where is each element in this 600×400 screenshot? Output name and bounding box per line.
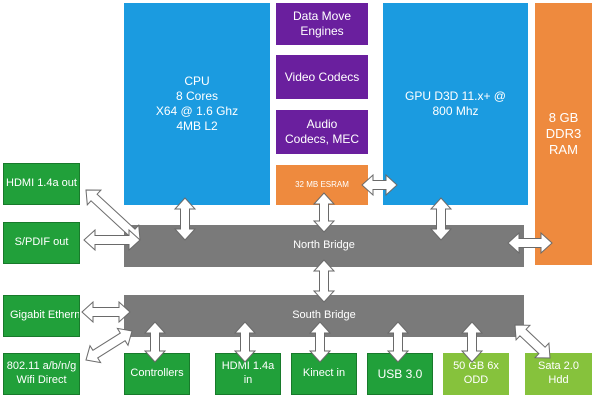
gigabit-ethernet-block: Gigabit Etherne: [3, 295, 80, 337]
north-south-bridge-arrow: [312, 259, 336, 303]
sata-hdd-block: Sata 2.0 Hdd: [525, 353, 592, 395]
gpu-block: GPU D3D 11.x+ @ 800 Mhz: [383, 3, 528, 205]
odd-block: 50 GB 6x ODD: [443, 353, 509, 395]
spdif-out-arrow: [83, 228, 141, 252]
wifi-arrow: [85, 327, 133, 364]
sata-arrow: [514, 324, 551, 359]
controllers-arrow: [143, 321, 167, 363]
esram-gpu-arrow: [361, 173, 398, 197]
gigabit-arrow: [81, 300, 131, 324]
northbridge-ram-arrow: [507, 231, 553, 255]
audio-codecs-block: Audio Codecs, MEC: [276, 110, 368, 154]
hdmi-in-arrow: [233, 321, 257, 363]
usb-arrow: [386, 321, 410, 363]
wifi-block: 802.11 a/b/n/g Wifi Direct: [3, 353, 80, 395]
spdif-out-block: S/PDIF out: [3, 222, 80, 264]
kinect-in-block: Kinect in: [291, 353, 357, 395]
kinect-arrow: [308, 321, 332, 363]
gpu-northbridge-arrow: [429, 197, 453, 241]
odd-arrow: [460, 321, 484, 363]
esram-northbridge-arrow: [312, 192, 336, 233]
data-move-engines-block: Data Move Engines: [276, 3, 368, 45]
hdmi-out-block: HDMI 1.4a out: [3, 163, 80, 205]
ram-block: 8 GB DDR3 RAM: [535, 3, 592, 265]
video-codecs-block: Video Codecs: [276, 55, 368, 99]
cpu-block: CPU 8 Cores X64 @ 1.6 Ghz 4MB L2: [124, 3, 270, 205]
cpu-northbridge-arrow: [173, 197, 197, 241]
